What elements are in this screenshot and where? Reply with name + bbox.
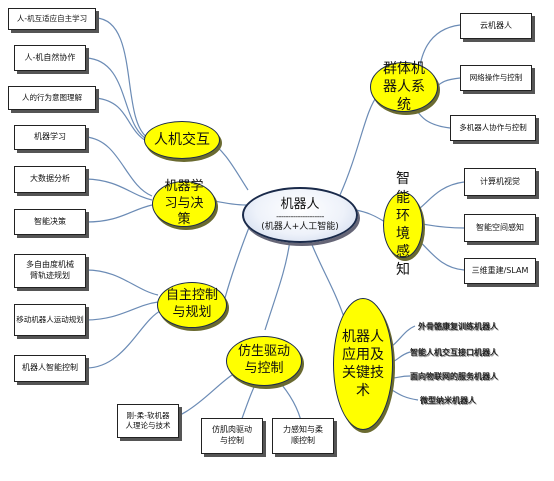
leaf-artificial-muscle-drive[interactable]: 仿肌肉驱动与控制 — [201, 418, 263, 454]
branch-label: 人机交互 — [154, 131, 210, 148]
link-center-bionic — [264, 239, 291, 331]
branch-autonomous-control-planning[interactable]: 自主控制与规划 — [157, 282, 227, 328]
leaf-rigid-flexible-soft-robot[interactable]: 刚-柔-软机器人理论与技术 — [117, 404, 179, 438]
app-item-exoskeleton-rehab[interactable]: 外骨骼康复训练机器人 — [418, 322, 498, 331]
center-node-robot[interactable]: 机器人 -------------------- (机器人+人工智能) — [242, 187, 358, 243]
leaf-robot-intelligent-control[interactable]: 机器人智能控制 — [14, 355, 86, 382]
branch-label: 机器人应用及关键技术 — [342, 328, 384, 400]
link-center-application — [309, 239, 346, 321]
branch-human-robot-interaction[interactable]: 人机交互 — [144, 121, 220, 159]
leaf-computer-vision[interactable]: 计算机视觉 — [464, 168, 536, 196]
branch-machine-learning-decision[interactable]: 机器学习与决策 — [152, 178, 216, 228]
center-title: 机器人 — [280, 196, 320, 212]
link-center-planning — [224, 224, 251, 299]
leaf-multi-robot-collaboration[interactable]: 多机器人协作与控制 — [450, 115, 536, 141]
branch-label: 自主控制与规划 — [165, 288, 218, 320]
leaf-intelligent-space-sensing[interactable]: 智能空间感知 — [464, 214, 536, 242]
branch-applications-key-tech[interactable]: 机器人应用及关键技术 — [333, 298, 393, 430]
branch-bionic-drive-control[interactable]: 仿生驱动与控制 — [226, 336, 302, 386]
branch-intelligent-perception[interactable]: 智能环境感知 — [383, 171, 423, 278]
leaf-force-sensing-compliance[interactable]: 力感知与柔顺控制 — [272, 418, 334, 454]
leaf-big-data-analysis[interactable]: 大数据分析 — [14, 166, 86, 193]
branch-swarm-robot-system[interactable]: 群体机器人系统 — [370, 60, 438, 114]
branch-label: 智能环境感知 — [396, 171, 410, 279]
branch-label: 群体机器人系统 — [383, 60, 425, 114]
leaf-3d-reconstruction-slam[interactable]: 三维重建/SLAM — [464, 258, 536, 284]
app-item-hri-interface-robot[interactable]: 智能人机交互接口机器人 — [410, 348, 498, 357]
center-rule: -------------------- — [276, 212, 324, 222]
link-center-perception — [355, 209, 386, 223]
branch-label: 仿生驱动与控制 — [237, 344, 290, 376]
leaf-hri-adaptive-learning[interactable]: 人-机互适应自主学习 — [8, 8, 96, 30]
leaf-cloud-robot[interactable]: 云机器人 — [460, 13, 532, 39]
center-subtitle: (机器人+人工智能) — [261, 222, 339, 233]
branch-label: 机器学习与决策 — [164, 178, 204, 228]
leaf-machine-learning[interactable]: 机器学习 — [14, 125, 86, 150]
leaf-hri-intention-understanding[interactable]: 人的行为意图理解 — [8, 86, 96, 110]
leaf-hri-natural-collaboration[interactable]: 人-机自然协作 — [14, 45, 86, 71]
leaf-intelligent-decision[interactable]: 智能决策 — [14, 209, 86, 235]
link-center-swarm — [339, 94, 379, 196]
leaf-network-operation-control[interactable]: 网络操作与控制 — [460, 65, 532, 91]
leaf-manipulator-trajectory-planning[interactable]: 多自由度机械臂轨迹规划 — [14, 254, 86, 288]
app-item-iot-service-robot[interactable]: 面向物联网的服务机器人 — [410, 372, 498, 381]
leaf-mobile-robot-motion-planning[interactable]: 移动机器人运动规划 — [14, 304, 86, 336]
app-item-micro-nano-robot[interactable]: 微型纳米机器人 — [420, 396, 476, 405]
